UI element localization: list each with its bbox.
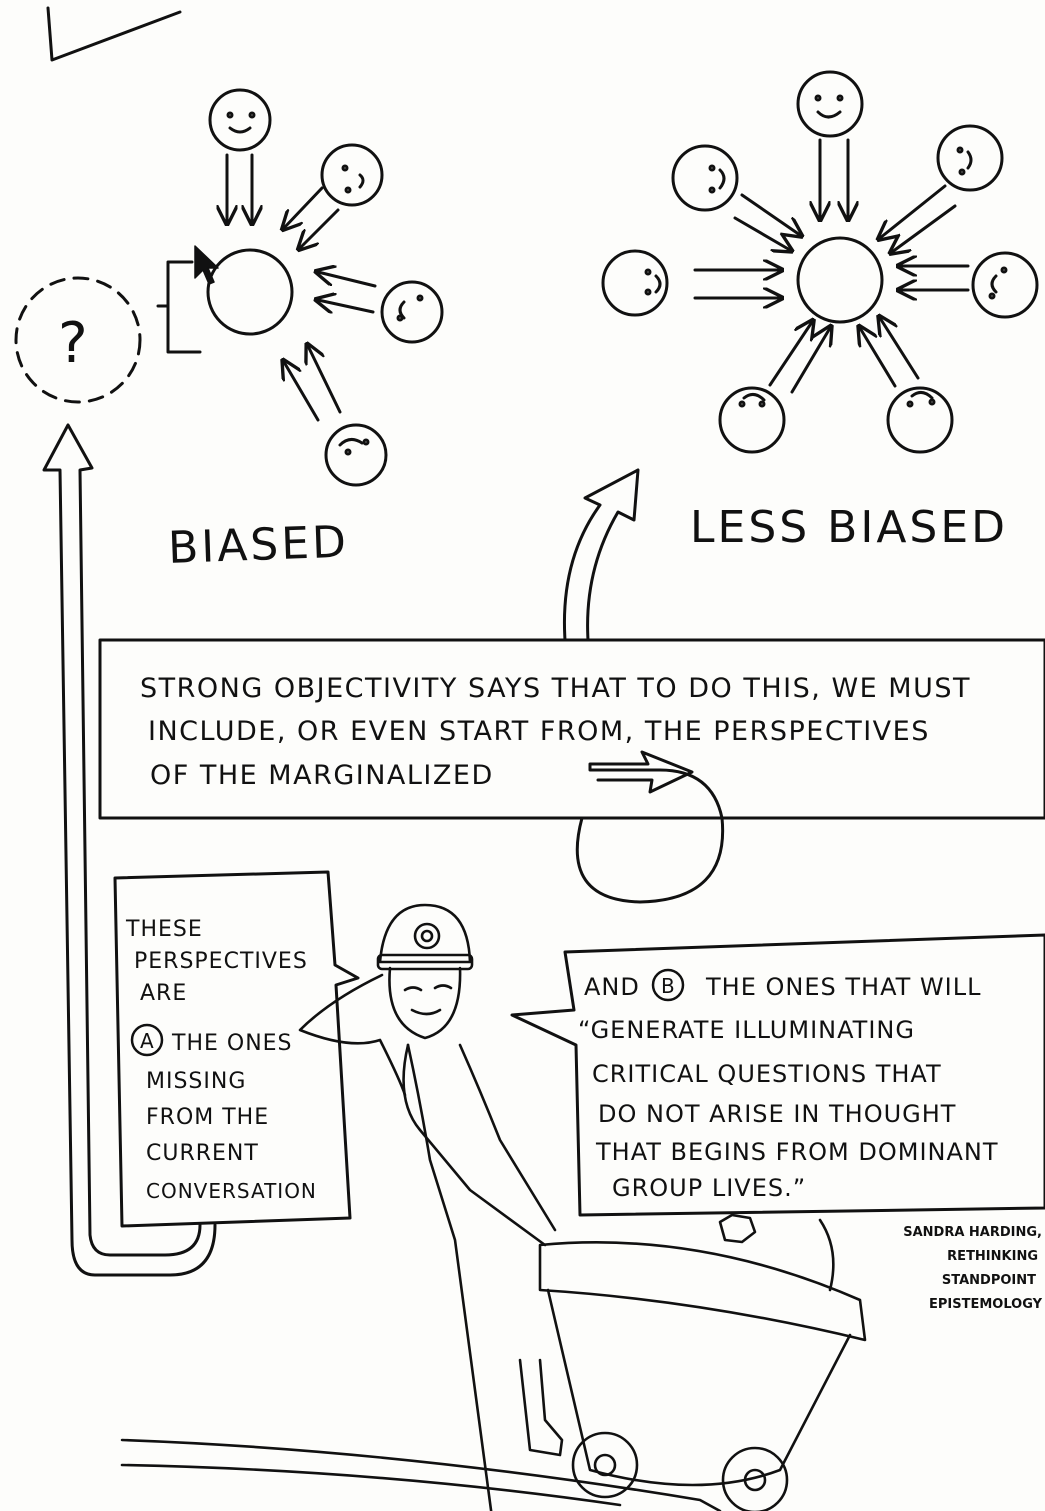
face-3 bbox=[936, 124, 1004, 192]
main-line-2: INCLUDE, OR EVEN START FROM, THE PERSPEC… bbox=[148, 716, 930, 747]
left-line-2: PERSPECTIVES bbox=[134, 949, 308, 974]
main-line-1: STRONG OBJECTIVITY SAYS THAT TO DO THIS,… bbox=[140, 673, 971, 704]
hair bbox=[298, 973, 407, 1097]
left-bubble-text: THESE PERSPECTIVES ARE A THE ONES MISSIN… bbox=[125, 917, 317, 1203]
loop-arrow bbox=[575, 750, 725, 904]
right-line-2: CRITICAL QUESTIONS THAT bbox=[592, 1060, 942, 1088]
less-biased-diagram bbox=[601, 70, 1039, 454]
legs bbox=[518, 1358, 564, 1457]
face-1 bbox=[796, 70, 864, 138]
left-item-1: THE ONES bbox=[171, 1031, 293, 1056]
rock bbox=[818, 1218, 835, 1292]
right-post: THE ONES THAT WILL bbox=[705, 973, 981, 1001]
left-line-1: THESE bbox=[125, 917, 203, 942]
face-6 bbox=[718, 386, 786, 454]
face-2 bbox=[671, 144, 739, 212]
face-right bbox=[380, 280, 444, 344]
body bbox=[406, 1043, 557, 1511]
marker-a: A bbox=[140, 1029, 155, 1053]
left-item-4: CURRENT bbox=[146, 1141, 259, 1166]
main-box-text: STRONG OBJECTIVITY SAYS THAT TO DO THIS,… bbox=[140, 673, 971, 791]
panel-corner bbox=[46, 6, 182, 62]
arrows-to-center bbox=[227, 153, 377, 422]
face-7 bbox=[886, 386, 954, 454]
person-figure bbox=[298, 903, 564, 1511]
cursor-icon bbox=[194, 245, 219, 285]
left-item-3: FROM THE bbox=[146, 1105, 269, 1130]
left-item-2: MISSING bbox=[146, 1069, 246, 1094]
main-box bbox=[98, 638, 1045, 820]
citation-line-1: SANDRA HARDING, bbox=[903, 1225, 1042, 1240]
right-bubble bbox=[510, 933, 1045, 1217]
face-4 bbox=[601, 249, 669, 317]
wheel-left bbox=[571, 1431, 639, 1499]
up-arrow bbox=[562, 468, 640, 642]
face-bottom bbox=[324, 423, 388, 487]
right-line-4: THAT BEGINS FROM DOMINANT bbox=[595, 1138, 999, 1166]
biased-label: BIASED bbox=[167, 517, 350, 574]
right-line-1: “GENERATE ILLUMINATING bbox=[578, 1016, 915, 1044]
left-bubble bbox=[113, 870, 360, 1228]
right-bubble-text: AND B THE ONES THAT WILL “GENERATE ILLUM… bbox=[578, 968, 999, 1202]
face bbox=[388, 966, 462, 1040]
track bbox=[120, 1438, 722, 1511]
marker-a-circle bbox=[130, 1023, 164, 1057]
citation-line-3: STANDPOINT bbox=[942, 1273, 1036, 1288]
question-circle bbox=[14, 276, 142, 404]
arrows-to-center-2 bbox=[693, 138, 970, 394]
marker-b-circle bbox=[651, 968, 685, 1002]
minecart bbox=[120, 1213, 867, 1511]
left-line-3: ARE bbox=[140, 981, 187, 1006]
face-upper-right bbox=[320, 143, 384, 207]
center-circle-2 bbox=[796, 236, 884, 324]
long-arrow bbox=[42, 423, 217, 1277]
bracket bbox=[156, 260, 202, 354]
face-top bbox=[208, 88, 272, 152]
biased-diagram bbox=[156, 88, 444, 487]
marker-b: B bbox=[661, 974, 676, 998]
center-circle bbox=[206, 248, 294, 336]
main-line-3: OF THE MARGINALIZED bbox=[150, 760, 494, 791]
less-biased-label: LESS BIASED bbox=[690, 502, 1008, 553]
right-line-3: DO NOT ARISE IN THOUGHT bbox=[598, 1100, 956, 1128]
right-pre: AND bbox=[584, 973, 640, 1001]
helmet bbox=[378, 903, 472, 964]
left-item-5: CONVERSATION bbox=[146, 1179, 317, 1203]
face-5 bbox=[971, 251, 1039, 319]
citation-line-4: EPISTEMOLOGY bbox=[929, 1297, 1043, 1312]
nut-icon bbox=[718, 1213, 757, 1244]
question-mark: ? bbox=[58, 311, 88, 376]
citation: SANDRA HARDING, RETHINKING STANDPOINT EP… bbox=[903, 1225, 1042, 1312]
right-line-5: GROUP LIVES.” bbox=[612, 1174, 806, 1202]
citation-line-2: RETHINKING bbox=[947, 1249, 1038, 1264]
wheel-right bbox=[721, 1446, 789, 1511]
